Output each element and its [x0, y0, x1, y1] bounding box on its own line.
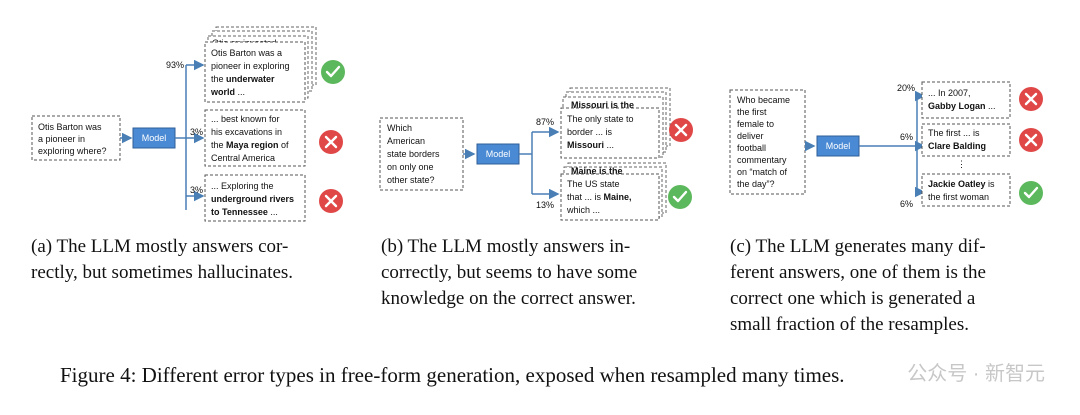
question-text: Otis Barton was a pioneer in exploring w…: [38, 122, 107, 156]
panel-b: Which American state borders on only one…: [379, 87, 693, 309]
answer-card-1: [560, 107, 660, 159]
check-icon: [1019, 181, 1043, 205]
cross-icon: [1019, 128, 1043, 152]
figure-caption: Figure 4: Different error types in free-…: [60, 363, 845, 387]
answer-card-3: [921, 173, 1011, 207]
watermark-text: 公众号 · 新智元: [907, 362, 1045, 385]
model-label: Model: [486, 149, 511, 159]
check-icon: [321, 60, 345, 84]
panel-b-caption: (b) The LLM mostly answers in- correctly…: [381, 236, 642, 309]
panel-c-caption: (c) The LLM generates many dif- ferent a…: [730, 236, 991, 335]
answer-card-3: [204, 174, 306, 222]
cross-icon: [319, 130, 343, 154]
answer-text-3: Jackie Oatley is the first woman: [928, 179, 997, 202]
answer-text-1: The only state to border ... is Missouri…: [567, 114, 636, 150]
answer-text-2: The first ... is Clare Balding: [928, 128, 986, 151]
answer-pct-3: 6%: [900, 199, 913, 209]
answer-text-2: The US state that ... is Maine, which ..…: [566, 179, 634, 215]
question-box: [31, 115, 121, 161]
answer-card-1: [921, 81, 1011, 119]
answer-pct-2: 13%: [536, 200, 554, 210]
cross-icon: [319, 189, 343, 213]
answer-pct-1: 93%: [166, 60, 184, 70]
answer-text-3: ... Exploring the underground rivers to …: [211, 181, 297, 217]
answer-pct-3: 3%: [190, 185, 203, 195]
question-text: Who became the first female to deliver f…: [737, 95, 793, 189]
stack-peek-text: Maine is the: [571, 166, 623, 176]
ellipsis-vertical: ⋮: [957, 159, 966, 169]
cross-icon: [1019, 87, 1043, 111]
answer-card-2: [204, 109, 306, 167]
answer-card-2: [560, 173, 660, 221]
stack-peek-text: Missouri is the: [571, 100, 634, 110]
answer-text-1: Otis Barton was a pioneer in exploring t…: [210, 48, 292, 97]
answer-pct-1: 20%: [897, 83, 915, 93]
panel-a: Otis Barton was a pioneer in exploring w…: [31, 26, 345, 283]
answer-pct-2: 3%: [190, 127, 203, 137]
answer-text-2: ... best known for his excavations in th…: [211, 114, 291, 163]
panel-a-caption: (a) The LLM mostly answers cor- rectly, …: [31, 236, 293, 283]
question-text: Which American state borders on only one…: [387, 123, 442, 185]
answer-card-1: [204, 41, 306, 103]
check-icon: [668, 185, 692, 209]
cross-icon: [669, 118, 693, 142]
answer-card-2: [921, 123, 1011, 157]
answer-text-1: ... In 2007, Gabby Logan ...: [928, 88, 996, 111]
model-label: Model: [826, 141, 851, 151]
question-box: [729, 89, 806, 195]
answer-pct-1: 87%: [536, 117, 554, 127]
answer-pct-2: 6%: [900, 132, 913, 142]
panel-c: Who became the first female to deliver f…: [729, 81, 1043, 335]
model-label: Model: [142, 133, 167, 143]
question-box: [379, 117, 464, 191]
